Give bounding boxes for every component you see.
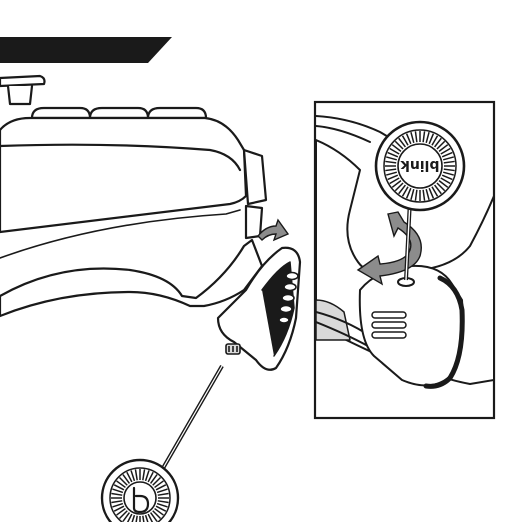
device-body-illustration (0, 76, 266, 316)
blink-dial-icon: blink (376, 122, 464, 210)
hex-key-tool-icon (102, 366, 222, 522)
top-button-3 (148, 108, 206, 118)
inset-panel: blink (315, 102, 494, 418)
header-banner (0, 37, 172, 63)
dial-brand-text: blink (400, 157, 440, 173)
rotate-arrow-icon (258, 220, 288, 240)
top-button-1 (32, 108, 90, 118)
top-button-2 (90, 108, 148, 118)
screw-icon (226, 344, 240, 354)
